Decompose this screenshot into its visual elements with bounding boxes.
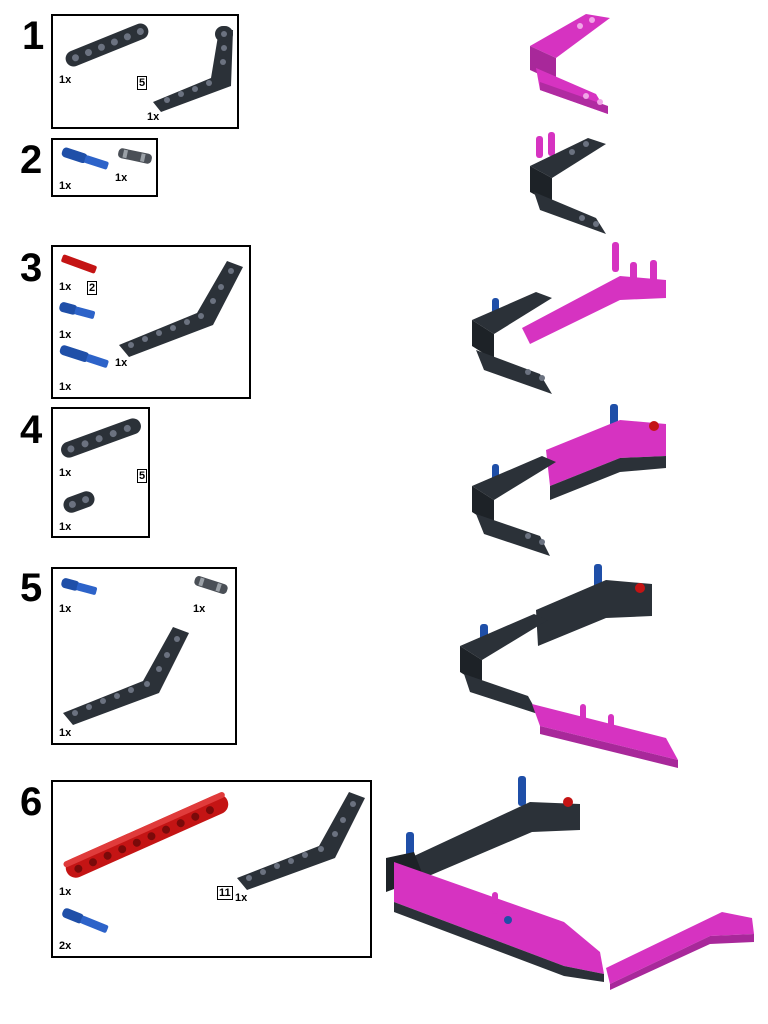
axle-pin-blue-icon (61, 578, 98, 595)
step-5-number: 5 (20, 566, 43, 610)
axle-pin-blue-icon (61, 147, 109, 170)
part-length-tag: 5 (137, 76, 148, 90)
assembly-step-5-illustration (460, 564, 678, 768)
axle-pin-blue-icon (62, 908, 109, 933)
beam-l-shape-dark-icon (153, 26, 233, 112)
beam-bent-dark-icon (63, 627, 189, 725)
step-3-number: 3 (20, 246, 43, 290)
friction-pin-gray-icon (118, 148, 152, 164)
step-1-number: 1 (22, 14, 45, 58)
axle-pin-blue-icon (59, 302, 96, 319)
part-qty: 1x (59, 329, 72, 341)
part-qty: 1x (59, 467, 72, 479)
part-qty: 1x (59, 180, 72, 192)
beam-bent-dark-icon (237, 792, 365, 890)
part-length-tag: 5 (137, 469, 148, 483)
part-length-tag: 2 (87, 281, 98, 295)
part-qty: 1x (147, 111, 160, 123)
part-qty: 1x (59, 381, 72, 393)
step-6-number: 6 (20, 780, 43, 824)
part-qty: 1x (59, 74, 72, 86)
step-2-parts-box: 1x 1x (51, 138, 158, 197)
part-qty: 1x (59, 727, 72, 739)
assembly-step-6-illustration (386, 776, 754, 990)
assembly-step-2-illustration (530, 132, 606, 234)
part-qty: 1x (235, 892, 248, 904)
beam-straight-dark-icon (61, 418, 141, 458)
step-1-parts-box: 1x 5 1x (51, 14, 239, 129)
beam-straight-dark-icon (65, 23, 149, 67)
part-qty: 1x (59, 281, 72, 293)
step-5-parts-box: 1x 1x 1x (51, 567, 237, 745)
step-4-number: 4 (20, 408, 43, 452)
part-qty: 1x (59, 521, 72, 533)
part-qty: 2x (59, 940, 72, 952)
assembly-step-4-illustration (472, 404, 666, 556)
beam-bent-dark-icon (119, 261, 243, 357)
long-pin-blue-icon (59, 345, 109, 368)
assembly-step-3-illustration (472, 242, 666, 394)
beam-straight-red-icon (63, 792, 229, 878)
step-6-parts-box: 1x 11 1x 2x (51, 780, 372, 958)
beam-short-dark-icon (63, 491, 95, 513)
step-2-number: 2 (20, 138, 43, 182)
part-qty: 1x (59, 886, 72, 898)
part-qty: 1x (115, 357, 128, 369)
step-4-parts-box: 5 1x 1x (51, 407, 150, 538)
part-qty: 1x (193, 603, 206, 615)
axle-red-icon (61, 254, 97, 274)
part-qty: 1x (115, 172, 128, 184)
step-3-parts-box: 2 1x 1x 1x 1x (51, 245, 251, 399)
part-length-tag: 11 (217, 886, 233, 900)
friction-pin-gray-icon (194, 576, 228, 594)
assembly-step-1-illustration (530, 14, 610, 114)
part-qty: 1x (59, 603, 72, 615)
